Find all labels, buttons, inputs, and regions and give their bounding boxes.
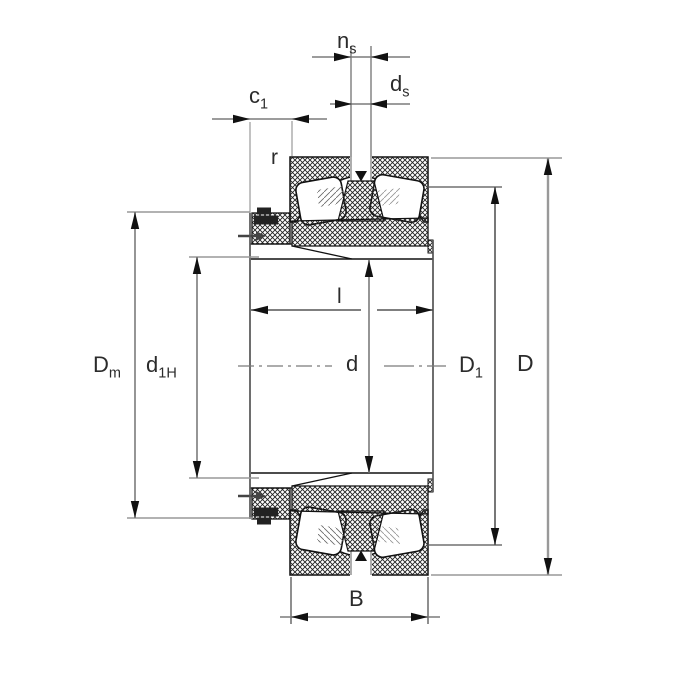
washer-pointer-arrow bbox=[256, 231, 266, 241]
dimension-ns: ns bbox=[312, 28, 410, 62]
dim-label-Dm: Dm bbox=[93, 352, 121, 382]
inner-ring bbox=[291, 217, 429, 247]
dimension-c1: c1 bbox=[212, 83, 327, 124]
dim-label-B: B bbox=[349, 586, 364, 611]
dimension-ds: ds bbox=[330, 71, 410, 109]
lubrication-passage-lines bbox=[350, 46, 372, 157]
roller-left-section-hatch bbox=[317, 186, 345, 207]
dimension-Dm: Dm bbox=[93, 211, 253, 519]
lock-washer bbox=[254, 215, 278, 225]
sleeve-taper-line bbox=[291, 245, 353, 260]
dim-label-D1: D1 bbox=[459, 352, 483, 382]
dim-label-d1H: d1H bbox=[146, 352, 177, 382]
dimension-D1: D1 bbox=[427, 186, 502, 546]
dimension-l: l bbox=[251, 285, 433, 315]
dim-label-ns: ns bbox=[337, 28, 357, 58]
lubrication-hole-walls bbox=[350, 157, 372, 181]
dim-label-c1: c1 bbox=[249, 83, 268, 113]
dimension-d: d bbox=[346, 260, 374, 473]
dim-label-D: D bbox=[517, 350, 534, 376]
dimension-d1H: d1H bbox=[146, 256, 259, 479]
dimension-D: D bbox=[431, 157, 562, 576]
dim-label-r: r bbox=[271, 146, 278, 169]
dim-label-l: l bbox=[337, 285, 342, 308]
lock-washer-tab bbox=[257, 207, 271, 215]
dim-label-d: d bbox=[346, 351, 358, 376]
bearing-half-section bbox=[238, 154, 434, 260]
lubrication-hole-tip bbox=[355, 171, 367, 182]
lubrication-hole bbox=[350, 154, 372, 182]
dimension-B: B bbox=[280, 577, 440, 624]
dim-label-ds: ds bbox=[390, 71, 410, 101]
roller-right-section-hatch bbox=[375, 188, 400, 206]
